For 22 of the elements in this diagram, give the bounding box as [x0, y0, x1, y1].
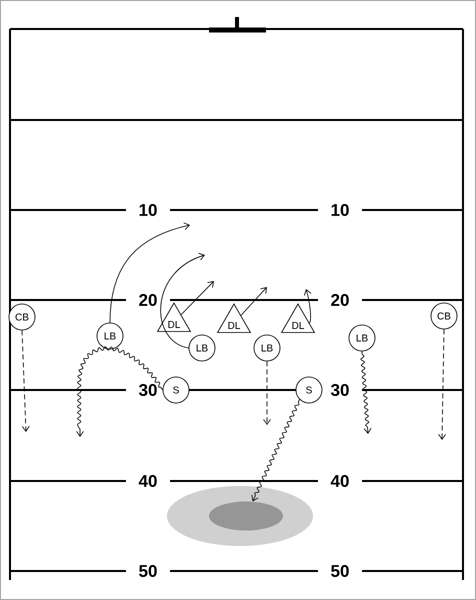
route-arrow: [304, 289, 312, 324]
yard-number: 50: [331, 564, 349, 578]
yard-number: 30: [330, 384, 349, 396]
yard-number: 40: [138, 474, 157, 488]
route-arrow: [360, 351, 372, 434]
yard-number: 20: [139, 294, 157, 306]
route-arrow: [110, 222, 190, 323]
yard-number: 30: [138, 384, 157, 396]
route-arrow: [22, 330, 30, 432]
route-arrow: [180, 281, 214, 316]
route-arrow: [438, 329, 446, 440]
yard-number: 20: [331, 294, 349, 306]
route-arrow: [251, 399, 300, 502]
yard-number: 40: [330, 474, 349, 488]
zone-ellipse: [209, 502, 283, 530]
yard-number: 50: [139, 564, 157, 578]
route-arrow: [263, 361, 271, 425]
yard-number: 10: [140, 204, 157, 216]
route-arrow: [76, 346, 163, 437]
route-arrow: [160, 252, 205, 348]
yard-number: 10: [332, 204, 349, 216]
route-arrow: [240, 287, 267, 316]
